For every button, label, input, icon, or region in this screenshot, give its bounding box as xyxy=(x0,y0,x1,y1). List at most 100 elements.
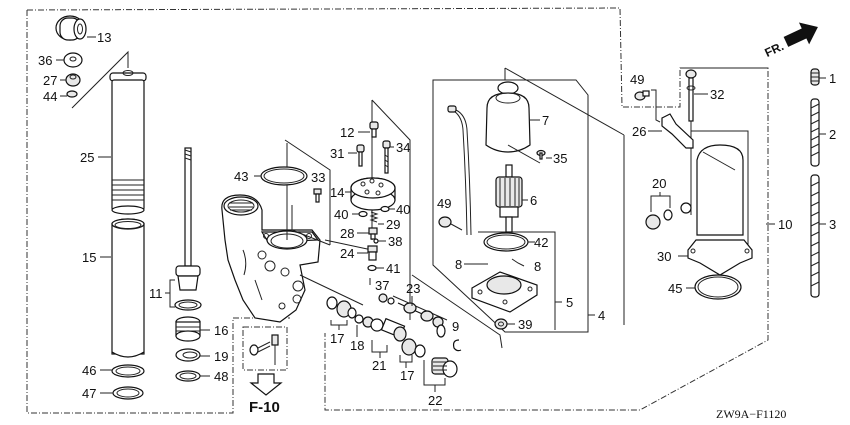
label-34: 34 xyxy=(396,140,410,155)
label-49-left: 49 xyxy=(437,196,451,211)
part-40-ring-left[interactable] xyxy=(358,210,368,218)
part-3-spring[interactable] xyxy=(810,174,820,298)
part-18-valve[interactable] xyxy=(354,314,374,328)
part-14-valve-plate[interactable] xyxy=(350,177,396,211)
label-17-right: 17 xyxy=(400,368,414,383)
part-17-piston-left[interactable] xyxy=(326,296,357,319)
part-15-sleeve[interactable] xyxy=(111,218,145,358)
part-49-clamp-left[interactable] xyxy=(438,216,463,231)
part-39-grommet[interactable] xyxy=(494,318,508,330)
label-10: 10 xyxy=(778,217,792,232)
part-27-nut[interactable] xyxy=(65,73,81,87)
motor-cable xyxy=(451,109,472,236)
label-8-right: 8 xyxy=(534,259,541,274)
label-42: 42 xyxy=(534,235,548,250)
part-7-motor-housing[interactable] xyxy=(485,81,531,153)
label-23: 23 xyxy=(406,281,420,296)
label-48: 48 xyxy=(214,369,228,384)
part-37-ring[interactable] xyxy=(378,293,395,305)
label-22: 22 xyxy=(428,393,442,408)
ref-box xyxy=(242,326,288,371)
part-31-bolt[interactable] xyxy=(356,144,365,167)
label-21: 21 xyxy=(372,358,386,373)
part-16-seal[interactable] xyxy=(175,316,201,342)
diagram-code: ZW9A−F1120 xyxy=(716,407,786,421)
label-37: 37 xyxy=(375,278,389,293)
label-27: 27 xyxy=(43,73,57,88)
part-42-o-ring[interactable] xyxy=(483,232,529,252)
label-17-left: 17 xyxy=(330,331,344,346)
part-45-o-ring[interactable] xyxy=(694,274,742,300)
label-4: 4 xyxy=(598,308,605,323)
label-39: 39 xyxy=(518,317,532,332)
part-21-piston[interactable] xyxy=(370,317,407,342)
part-o-ring-near-23[interactable] xyxy=(436,324,446,338)
part-35-screw[interactable] xyxy=(536,149,546,160)
ref-arrow-icon xyxy=(249,373,283,396)
label-38: 38 xyxy=(388,234,402,249)
reference-f10[interactable]: F-10 xyxy=(249,399,280,416)
part-38-ball[interactable] xyxy=(373,238,379,244)
part-48-ring[interactable] xyxy=(175,370,201,382)
part-32-bolt[interactable] xyxy=(685,69,697,122)
label-8-left: 8 xyxy=(455,257,462,272)
part-22-cap[interactable] xyxy=(431,357,458,378)
part-24-valve-seat[interactable] xyxy=(367,245,378,261)
label-26: 26 xyxy=(632,124,646,139)
label-7: 7 xyxy=(542,113,549,128)
part-17-piston-right[interactable] xyxy=(401,338,426,358)
part-49-clamp-right[interactable] xyxy=(634,90,650,101)
front-arrow-icon xyxy=(783,22,818,47)
label-24: 24 xyxy=(340,246,354,261)
part-2-spring[interactable] xyxy=(810,98,820,167)
part-34-bolt[interactable] xyxy=(382,140,391,174)
part-28-valve[interactable] xyxy=(368,227,378,240)
part-46-ring[interactable] xyxy=(111,364,145,378)
part-44-washer[interactable] xyxy=(66,90,78,98)
part-36-nut[interactable] xyxy=(63,52,83,68)
part-41-ring[interactable] xyxy=(367,264,377,272)
label-46: 46 xyxy=(82,363,96,378)
part-33-bolt[interactable] xyxy=(313,188,322,203)
label-45: 45 xyxy=(668,281,682,296)
label-1: 1 xyxy=(829,71,836,86)
part-29-spring[interactable] xyxy=(369,211,379,223)
label-35: 35 xyxy=(553,151,567,166)
label-18: 18 xyxy=(350,338,364,353)
part-13-cap[interactable] xyxy=(55,15,87,41)
label-14: 14 xyxy=(330,185,344,200)
part-12-plug[interactable] xyxy=(369,121,379,138)
label-33: 33 xyxy=(311,170,325,185)
part-1-spring[interactable] xyxy=(810,68,820,86)
part-19-washer[interactable] xyxy=(175,348,201,362)
part-9-circlip[interactable] xyxy=(452,339,462,352)
label-3: 3 xyxy=(829,217,836,232)
label-49-right: 49 xyxy=(630,72,644,87)
part-6-armature[interactable] xyxy=(495,164,523,233)
part-25-cylinder[interactable] xyxy=(109,70,147,215)
label-20: 20 xyxy=(652,176,666,191)
label-31: 31 xyxy=(330,146,344,161)
part-10-reservoir[interactable] xyxy=(687,144,753,276)
label-16: 16 xyxy=(214,323,228,338)
label-25: 25 xyxy=(80,150,94,165)
part-43-o-ring[interactable] xyxy=(260,166,308,186)
part-26-bracket[interactable] xyxy=(661,113,694,149)
part-40-ring-right[interactable] xyxy=(380,205,390,213)
label-11: 11 xyxy=(149,286,163,301)
label-28: 28 xyxy=(340,226,354,241)
label-19: 19 xyxy=(214,349,228,364)
brush-holder-base[interactable] xyxy=(471,271,538,313)
label-41: 41 xyxy=(386,261,400,276)
label-44: 44 xyxy=(43,89,57,104)
part-47-ring[interactable] xyxy=(112,386,144,400)
label-13: 13 xyxy=(97,30,111,45)
part-20-fill-plug[interactable] xyxy=(645,202,692,230)
part-23-spool[interactable] xyxy=(397,302,444,328)
screw-detail xyxy=(249,334,279,365)
part-11-piston-rod[interactable] xyxy=(174,147,202,311)
label-43: 43 xyxy=(234,169,248,184)
label-6: 6 xyxy=(530,193,537,208)
label-12: 12 xyxy=(340,125,354,140)
